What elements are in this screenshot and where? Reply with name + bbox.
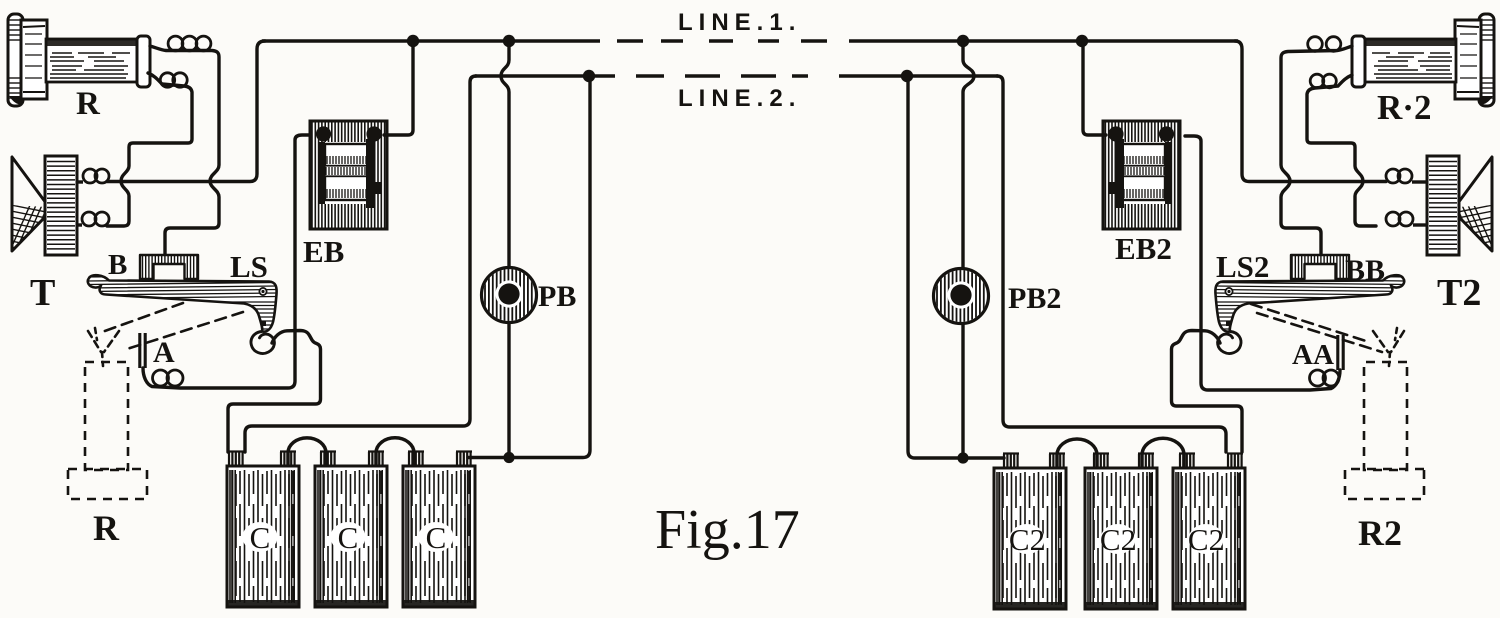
svg-text:EB2: EB2 xyxy=(1115,231,1172,266)
svg-text:L I N E . 2 .: L I N E . 2 . xyxy=(678,85,797,112)
svg-text:AA: AA xyxy=(1292,339,1334,371)
svg-text:Fig.17: Fig.17 xyxy=(655,499,800,561)
svg-text:C: C xyxy=(338,520,359,555)
svg-text:R: R xyxy=(93,508,120,548)
svg-text:C2: C2 xyxy=(1188,522,1224,557)
svg-text:C: C xyxy=(250,520,271,555)
svg-text:C: C xyxy=(426,520,447,555)
svg-text:LS: LS xyxy=(230,249,268,284)
svg-text:A: A xyxy=(153,336,175,369)
svg-text:LS2: LS2 xyxy=(1216,249,1269,284)
svg-text:PB: PB xyxy=(538,280,576,313)
svg-text:R: R xyxy=(76,86,101,122)
svg-text:R2: R2 xyxy=(1358,513,1402,553)
svg-text:C2: C2 xyxy=(1009,522,1045,557)
svg-text:L I N E . 1 .: L I N E . 1 . xyxy=(678,9,797,36)
svg-text:B: B xyxy=(108,249,127,281)
svg-text:EB: EB xyxy=(303,234,344,269)
svg-text:T: T xyxy=(30,272,55,314)
svg-text:R·2: R·2 xyxy=(1377,88,1431,127)
svg-text:BB: BB xyxy=(1345,254,1385,287)
svg-text:PB2: PB2 xyxy=(1008,282,1061,315)
svg-text:C2: C2 xyxy=(1100,522,1136,557)
svg-text:T2: T2 xyxy=(1437,272,1481,314)
